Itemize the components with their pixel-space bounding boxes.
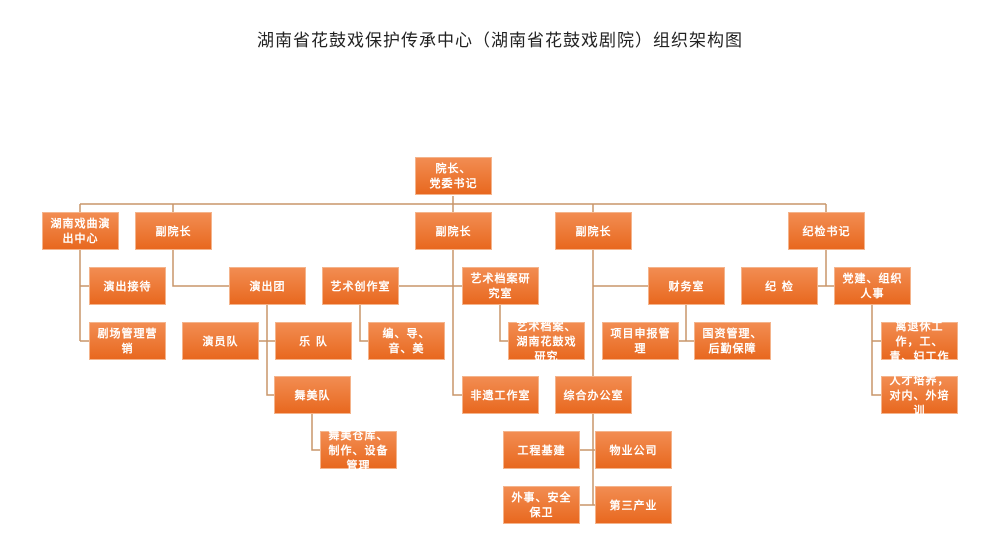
node-stage-art: 舞美队 [274,376,351,414]
chart-title: 湖南省花鼓戏保护传承中心（湖南省花鼓戏剧院）组织架构图 [257,31,743,51]
node-discipline: 纪 检 [741,267,818,305]
node-archive-research: 艺术档案、湖南花鼓戏研究 [508,320,585,363]
node-theater-mgmt: 剧场管理营销 [89,322,166,360]
node-tertiary: 第三产业 [595,486,672,524]
node-president: 院长、 党委书记 [415,157,492,195]
node-finance: 财务室 [648,267,725,305]
node-asset-mgmt: 国资管理、后勤保障 [694,322,771,360]
node-reception: 演出接待 [89,267,166,305]
node-general-office: 综合办公室 [555,376,632,414]
node-creation-studio: 艺术创作室 [322,267,399,305]
node-engineering: 工程基建 [503,431,580,469]
node-actors: 演员队 [182,322,259,360]
node-stage-warehouse: 舞美仓库、制作、设备管理 [320,429,397,472]
node-vice-president-3: 副院长 [555,212,632,250]
node-opera-center: 湖南戏曲演出中心 [42,212,119,250]
node-property: 物业公司 [595,431,672,469]
node-retirees: 离退休工作，工、青、妇工作 [881,320,958,363]
node-foreign-security: 外事、安全保卫 [503,486,580,524]
node-vice-president-2: 副院长 [415,212,492,250]
node-band: 乐 队 [275,322,352,360]
node-archive-studio: 艺术档案研究室 [462,267,539,305]
node-writing: 编、导、音、美 [368,322,445,360]
node-training: 人才培养，对内、外培训 [881,374,958,417]
node-discipline-secretary: 纪检书记 [788,212,865,250]
node-heritage-studio: 非遗工作室 [462,376,539,414]
node-vice-president-1: 副院长 [135,212,212,250]
node-party-hr: 党建、组织人事 [834,267,911,305]
node-project-mgmt: 项目申报管理 [602,322,679,360]
node-troupe: 演出团 [229,267,306,305]
